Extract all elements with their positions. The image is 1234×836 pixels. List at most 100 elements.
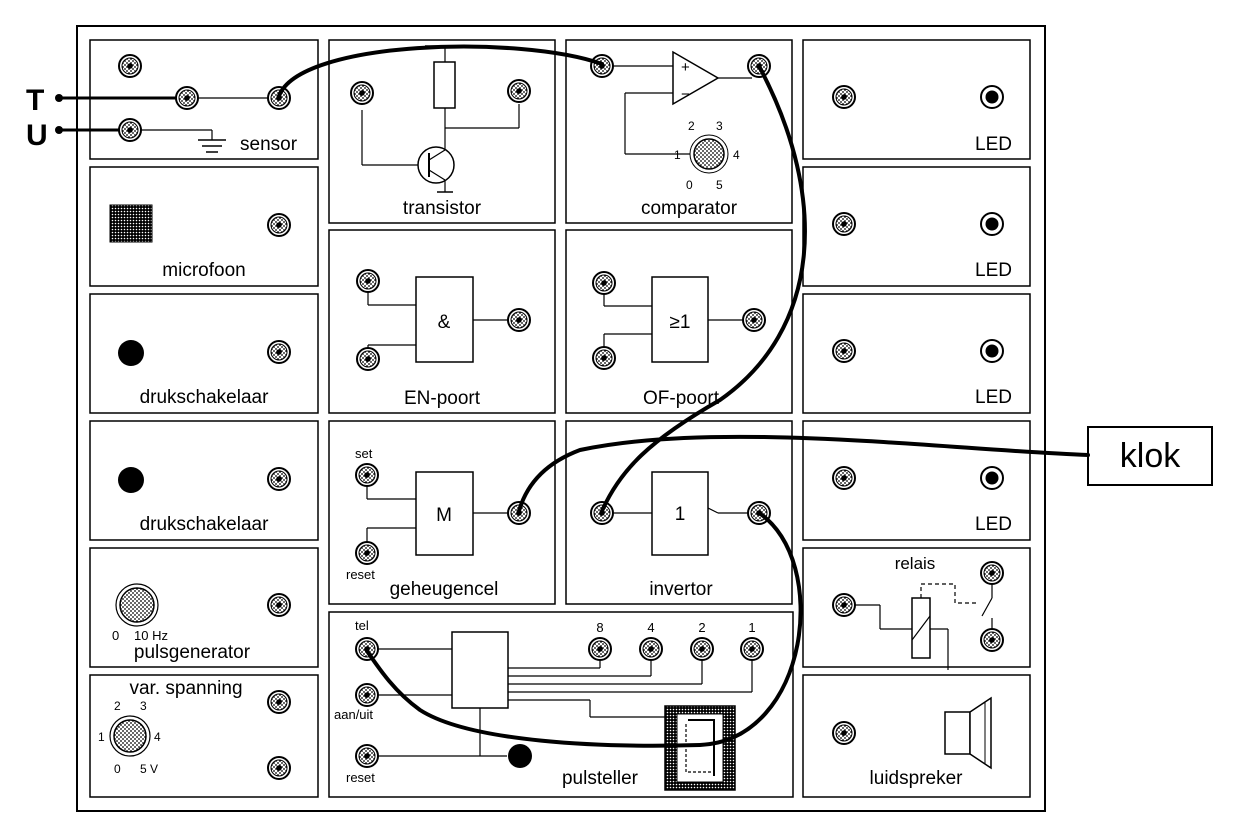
cable-invertor-to-pulsteller: [365, 511, 803, 748]
relais-module: [802, 547, 1031, 668]
led3-label: LED: [975, 387, 1012, 408]
druk1-socket[interactable]: [267, 340, 291, 364]
sensor-label: sensor: [240, 134, 298, 155]
pulsgenerator-socket[interactable]: [267, 593, 291, 617]
led-icon-1: [980, 85, 1004, 109]
inv-socket-in[interactable]: [590, 501, 614, 525]
push-button-1[interactable]: [118, 340, 144, 366]
relais-label: relais: [895, 554, 936, 573]
or-gate-circuit: [603, 276, 743, 363]
relais-socket-out2[interactable]: [980, 628, 1004, 652]
push-button-2[interactable]: [118, 467, 144, 493]
comp-tick-0: 0: [686, 178, 693, 192]
sensor-socket-1[interactable]: [118, 54, 142, 78]
transistor-circuit: [361, 45, 520, 193]
led-module-4: [802, 420, 1031, 541]
sensor-socket-U[interactable]: [118, 118, 142, 142]
microfoon-module: [89, 166, 319, 287]
inverter-circuit: [613, 471, 748, 556]
memory-cell-circuit: [366, 471, 508, 556]
voltage-knob-icon: [109, 715, 151, 757]
of-socket-in1[interactable]: [592, 271, 616, 295]
var-tick-5: 5 V: [140, 762, 158, 776]
var-socket-1[interactable]: [267, 690, 291, 714]
led1-socket[interactable]: [832, 85, 856, 109]
geheugencel-module: [328, 420, 556, 605]
comp-tick-4: 4: [733, 148, 740, 162]
pulsteller-module: [328, 611, 794, 798]
led3-socket[interactable]: [832, 339, 856, 363]
cable-klok-to-geheugencel: [517, 434, 1090, 513]
pt-socket-1[interactable]: [740, 637, 764, 661]
cable-comparator-to-invertor: [600, 64, 807, 513]
pulsgenerator-module: [89, 547, 319, 668]
cable-sensor-to-comparator: [277, 44, 604, 98]
var-tick-4: 4: [154, 730, 161, 744]
luidspreker-socket[interactable]: [832, 721, 856, 745]
comp-tick-3: 3: [716, 119, 723, 133]
pt-bit-8: 8: [596, 620, 603, 635]
invertor-label: invertor: [649, 579, 713, 600]
comparator-plus: +: [681, 59, 690, 76]
en-poort-module: [328, 229, 556, 414]
druk2-socket[interactable]: [267, 467, 291, 491]
microfoon-socket[interactable]: [267, 213, 291, 237]
led1-label: LED: [975, 134, 1012, 155]
invertor-module: [565, 420, 793, 605]
druk1-label: drukschakelaar: [140, 387, 270, 408]
luidspreker-label: luidspreker: [870, 768, 964, 789]
pt-tel-label: tel: [355, 618, 369, 633]
klok-box: [1087, 426, 1213, 486]
ground-icon: [198, 139, 226, 153]
en-socket-in1[interactable]: [356, 269, 380, 293]
pulsgenerator-label: pulsgenerator: [134, 642, 251, 663]
comparator-circuit: [613, 50, 752, 174]
pt-aanuit-label: aan/uit: [334, 707, 373, 722]
pt-socket-8[interactable]: [588, 637, 612, 661]
led2-label: LED: [975, 260, 1012, 281]
geh-socket-reset[interactable]: [355, 541, 379, 565]
led-module-1: [802, 39, 1031, 160]
klok-label: klok: [1120, 437, 1181, 475]
var-socket-2[interactable]: [267, 756, 291, 780]
pt-socket-reset[interactable]: [355, 744, 379, 768]
geh-set-label: set: [355, 446, 373, 461]
pulsgen-scale-0: 0: [112, 628, 119, 643]
led2-socket[interactable]: [832, 212, 856, 236]
input-wire-U: [55, 126, 119, 134]
comparator-minus: −: [681, 86, 690, 103]
comp-tick-2: 2: [688, 119, 695, 133]
of-poort-label: OF-poort: [643, 388, 720, 409]
pulsteller-button[interactable]: [508, 744, 532, 768]
seven-segment-display-icon: [664, 705, 736, 791]
relais-socket-in[interactable]: [832, 593, 856, 617]
transistor-socket-in[interactable]: [350, 81, 374, 105]
input-wire-T: [55, 94, 176, 102]
frequency-knob-icon: [115, 583, 159, 627]
transistor-socket-out[interactable]: [507, 79, 531, 103]
en-socket-out[interactable]: [507, 308, 531, 332]
geh-socket-set[interactable]: [355, 463, 379, 487]
pt-socket-4[interactable]: [639, 637, 663, 661]
var-tick-0: 0: [114, 762, 121, 776]
pt-socket-2[interactable]: [690, 637, 714, 661]
relay-circuit: [855, 583, 993, 670]
led-icon-3: [980, 339, 1004, 363]
en-poort-label: EN-poort: [404, 388, 481, 409]
or-gate-symbol: ≥1: [670, 312, 691, 333]
memory-cell-symbol: M: [436, 505, 452, 526]
relais-socket-out1[interactable]: [980, 561, 1004, 585]
and-gate-circuit: [367, 276, 508, 363]
sensor-socket-T[interactable]: [175, 86, 199, 110]
of-socket-in2[interactable]: [592, 346, 616, 370]
druk2-label: drukschakelaar: [140, 514, 270, 535]
and-gate-symbol: &: [438, 312, 451, 333]
led4-socket[interactable]: [832, 466, 856, 490]
input-label-T: T: [26, 84, 44, 117]
en-socket-in2[interactable]: [356, 347, 380, 371]
comp-tick-5: 5: [716, 178, 723, 192]
drukschakelaar-module-2: [89, 420, 319, 541]
pulsteller-label: pulsteller: [562, 768, 639, 789]
of-socket-out[interactable]: [742, 308, 766, 332]
pt-socket-aanuit[interactable]: [355, 683, 379, 707]
